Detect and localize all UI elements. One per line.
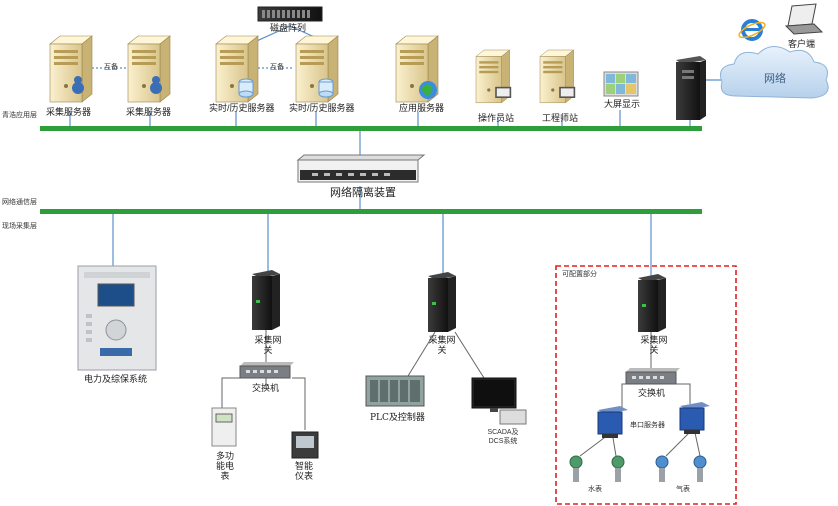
gateway-2-label: 采集网关 (428, 336, 456, 356)
plc-icon (365, 375, 425, 407)
serial-server-1-icon (597, 406, 628, 438)
realtime-server-2-label: 实时/历史服务器 (289, 103, 355, 113)
operator-station-icon (475, 49, 512, 104)
scada-label: SCADA及DCS系统 (487, 429, 519, 445)
network-cloud-icon (720, 46, 829, 99)
layer-label-bottom: 现场采集层 (2, 223, 37, 230)
realtime-server-2-icon (295, 35, 339, 103)
serial-server-label: 串口服务器 (630, 422, 665, 429)
application-bus (40, 126, 702, 131)
multifunction-meter-icon (211, 407, 237, 447)
network-bus (40, 209, 702, 214)
protection-label: 电力及综保系统 (84, 375, 148, 385)
browser-icon (738, 19, 766, 41)
gateway-1-label: 采集网关 (254, 336, 282, 356)
gateway-3-icon (638, 274, 666, 332)
gateway-2-icon (428, 272, 456, 332)
realtime-server-1-icon (215, 35, 259, 103)
app-server-icon (395, 35, 439, 103)
operator-station-label: 操作员站 (478, 113, 515, 123)
smart-meter-label: 智能仪表 (294, 462, 313, 482)
engineer-station-icon (539, 49, 576, 104)
engineer-station-label: 工程师站 (542, 113, 579, 123)
switch-2-label: 交换机 (638, 388, 666, 398)
scada-monitor-icon (471, 377, 527, 425)
isolation-label: 网络隔离装置 (330, 187, 396, 199)
protection-panel-icon (77, 265, 157, 371)
optional-section-label: 可配置部分 (562, 271, 597, 278)
serial-server-2-icon (679, 402, 710, 434)
collect-server-2-label: 采集服务器 (126, 107, 172, 117)
water-meter-label: 水表 (588, 486, 602, 493)
switch-1-label: 交换机 (252, 383, 280, 393)
water-meter-icon (569, 455, 625, 482)
gateway-3-label: 采集网关 (640, 336, 668, 356)
optional-section-frame (555, 265, 737, 505)
layer-label-top: 青浩应用层 (2, 112, 37, 119)
plc-label: PLC及控制器 (370, 413, 425, 423)
switch-1-icon (239, 362, 294, 379)
gas-meter-label: 气表 (676, 486, 690, 493)
laptop-icon (784, 3, 824, 35)
layer-label-mid: 网络通信层 (2, 199, 37, 206)
network-label: 网络 (764, 73, 786, 85)
firewall-icon (676, 56, 706, 120)
disk-array-icon (257, 6, 323, 22)
gas-meter-icon (655, 455, 707, 482)
big-screen-icon (603, 71, 639, 97)
collect-server-1-label: 采集服务器 (46, 107, 92, 117)
app-server-label: 应用服务器 (399, 103, 445, 113)
multifunction-meter-label: 多功能电表 (215, 452, 234, 482)
collect-server-2-icon (127, 35, 171, 103)
link-label-a: 互备 (104, 64, 118, 71)
isolation-device-icon (296, 154, 426, 183)
smart-meter-icon (291, 431, 319, 459)
realtime-server-1-label: 实时/历史服务器 (209, 103, 275, 113)
field-links (112, 214, 652, 276)
collect-server-1-icon (49, 35, 93, 103)
switch-2-icon (625, 368, 680, 385)
big-screen-label: 大屏显示 (604, 99, 641, 109)
client-label: 客户端 (788, 39, 816, 49)
storage-label: 磁盘阵列 (270, 23, 307, 33)
gateway-1-icon (252, 270, 280, 330)
link-label-b: 互备 (270, 64, 284, 71)
